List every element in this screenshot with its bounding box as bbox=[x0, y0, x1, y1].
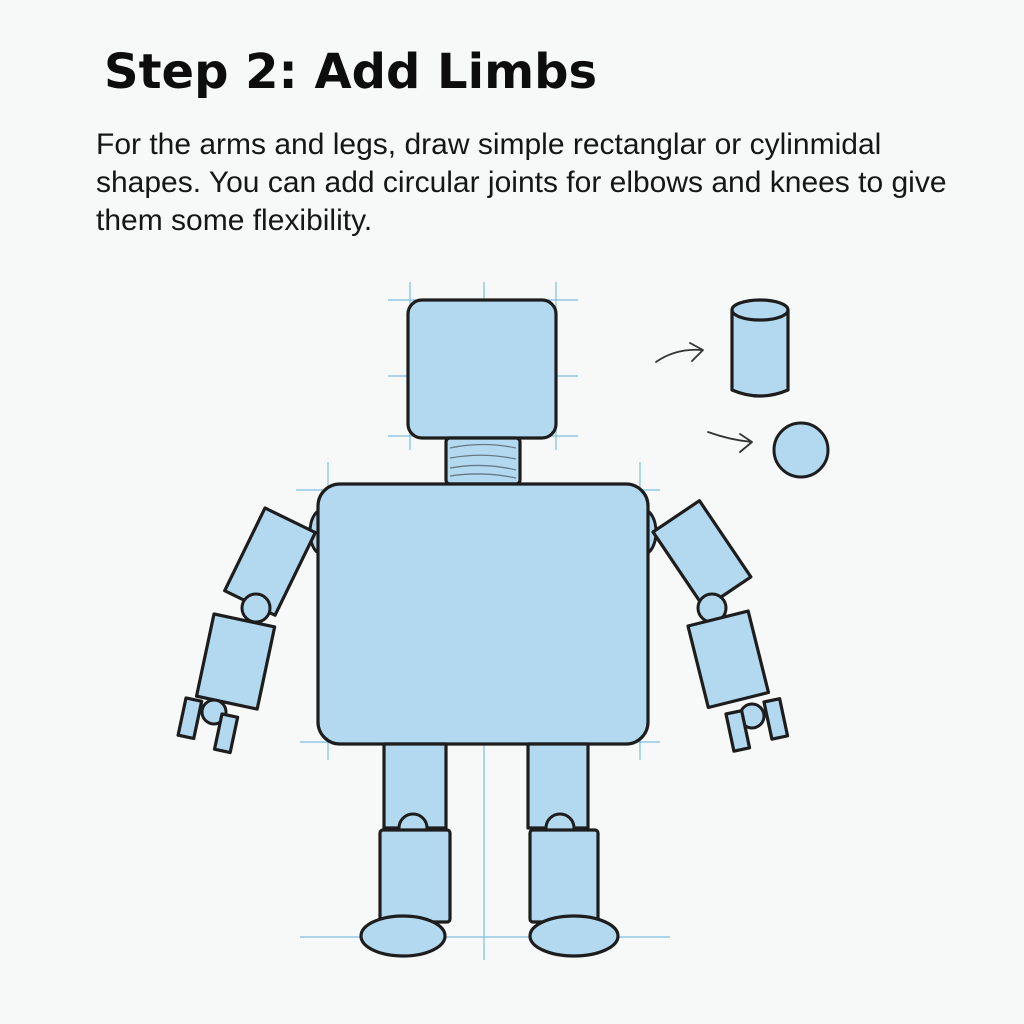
left-upper-arm bbox=[223, 506, 317, 617]
left-arm bbox=[176, 506, 317, 755]
right-leg bbox=[526, 742, 620, 958]
right-forearm bbox=[686, 609, 771, 710]
arrow-to-circle bbox=[707, 431, 753, 453]
left-leg bbox=[359, 742, 452, 958]
left-foot bbox=[359, 914, 447, 958]
right-foot bbox=[528, 914, 620, 958]
step-title: Step 2: Add Limbs bbox=[104, 44, 598, 100]
right-hand-finger-2 bbox=[762, 697, 790, 741]
right-upper-arm bbox=[651, 499, 753, 610]
right-shin bbox=[528, 828, 600, 924]
left-hand-finger-2 bbox=[212, 712, 240, 755]
robot-torso bbox=[316, 482, 650, 746]
left-shin bbox=[378, 828, 452, 924]
arrow-to-cylinder bbox=[655, 342, 704, 363]
robot-head bbox=[406, 298, 558, 440]
right-arm bbox=[651, 499, 790, 753]
left-forearm bbox=[194, 612, 277, 711]
cylinder-reference bbox=[655, 298, 790, 398]
cylinder-shape bbox=[730, 310, 790, 398]
circle-shape bbox=[772, 421, 830, 479]
left-hand-finger-1 bbox=[176, 696, 204, 741]
cylinder-top bbox=[730, 298, 790, 322]
right-hand-finger-1 bbox=[724, 709, 752, 753]
circle-reference bbox=[707, 421, 830, 479]
step-description: For the arms and legs, draw simple recta… bbox=[96, 128, 947, 237]
left-elbow-joint bbox=[240, 592, 272, 624]
